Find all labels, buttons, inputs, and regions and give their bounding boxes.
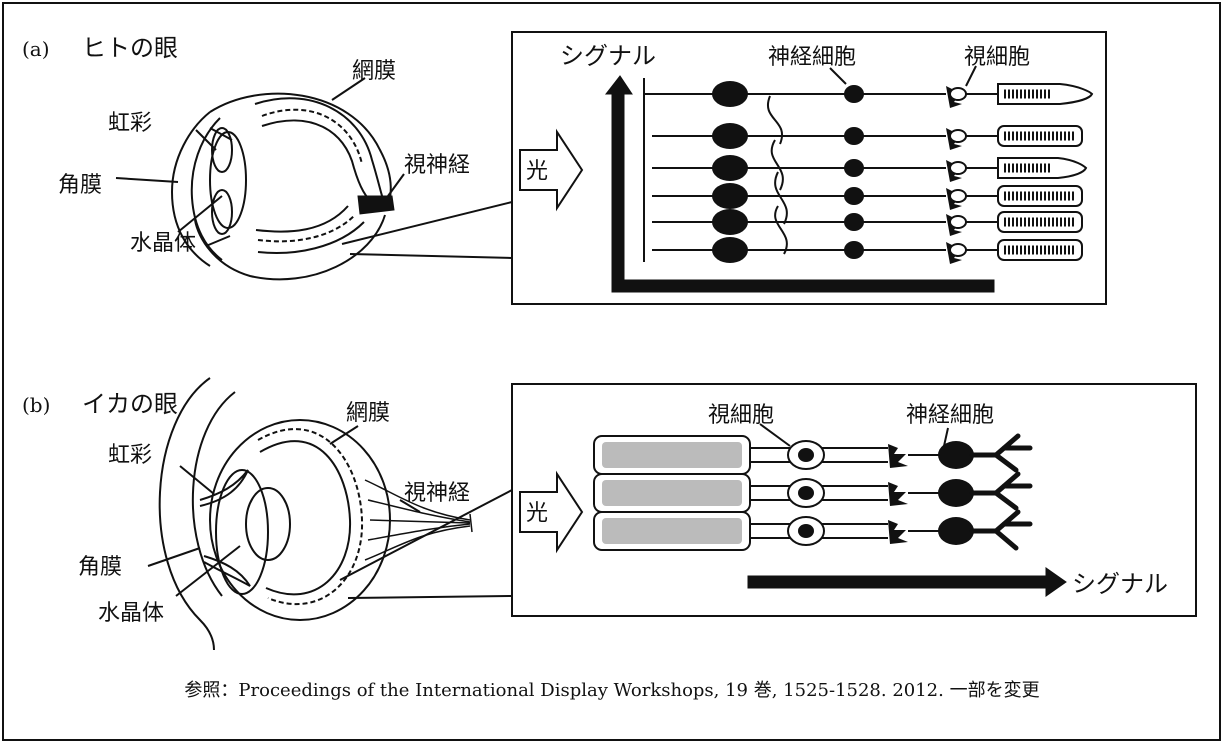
squid-cornea-label: 角膜 bbox=[78, 555, 122, 580]
panel-a-title: ヒトの眼 bbox=[82, 34, 178, 62]
squid-neuron-label: 神経細胞 bbox=[906, 403, 994, 428]
human-lens-label: 水晶体 bbox=[130, 231, 196, 256]
squid-signal-label: シグナル bbox=[1072, 570, 1168, 598]
squid-photoreceptor-label: 視細胞 bbox=[708, 403, 774, 428]
human-iris-label: 虹彩 bbox=[108, 111, 152, 136]
squid-retina-label: 網膜 bbox=[346, 401, 390, 426]
human-light-label: 光 bbox=[526, 159, 548, 184]
squid-light-label: 光 bbox=[526, 501, 548, 526]
squid-iris-label: 虹彩 bbox=[108, 443, 152, 468]
human-retina-label: 網膜 bbox=[352, 59, 396, 84]
panel-b-title: イカの眼 bbox=[82, 390, 178, 418]
human-cornea-label: 角膜 bbox=[58, 173, 102, 198]
squid-lens-label: 水晶体 bbox=[98, 601, 164, 626]
human-signal-label: シグナル bbox=[560, 42, 656, 70]
human-photoreceptor-label: 視細胞 bbox=[964, 45, 1030, 70]
squid-optic-nerve-label: 視神経 bbox=[404, 481, 470, 506]
panel-a-label: (a) bbox=[22, 37, 50, 61]
human-optic-nerve-label: 視神経 bbox=[404, 153, 470, 178]
figure-caption: 参照：Proceedings of the International Disp… bbox=[184, 680, 1039, 701]
human-neuron-label: 神経細胞 bbox=[768, 45, 856, 70]
panel-b-label: (b) bbox=[22, 393, 50, 417]
